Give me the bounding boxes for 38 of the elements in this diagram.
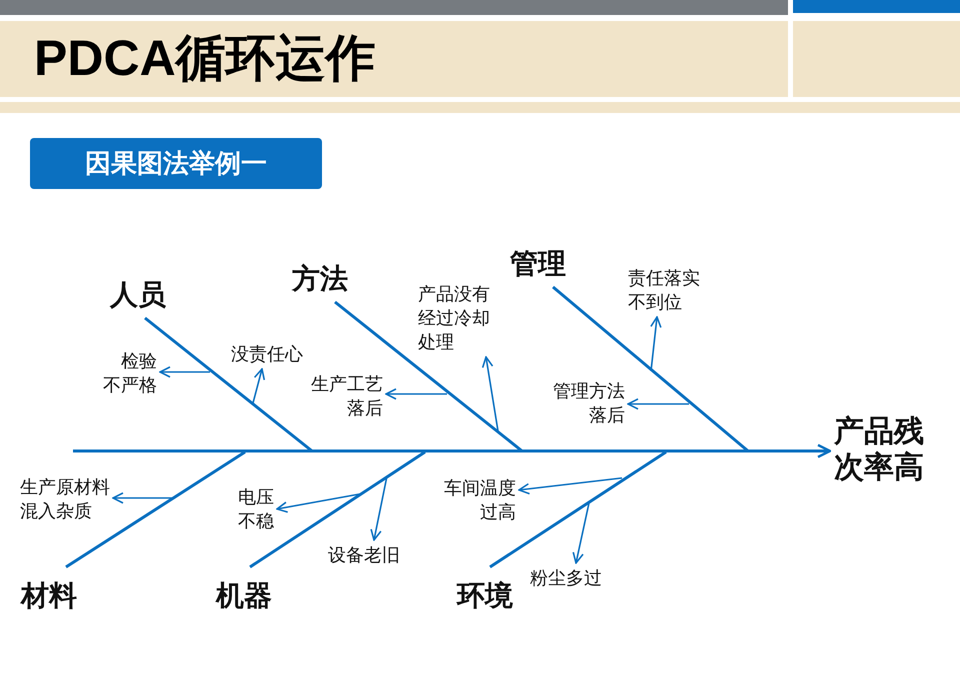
cause-label: 没责任心 <box>231 342 303 366</box>
arrow <box>385 388 447 400</box>
category-label: 材料 <box>21 577 77 615</box>
arrow <box>252 368 266 404</box>
cause-label: 粉尘多过 <box>530 566 602 590</box>
arrow <box>159 366 210 378</box>
cause-label: 检验不严格 <box>103 349 157 397</box>
category-label: 管理 <box>510 245 566 283</box>
arrow <box>276 493 360 513</box>
fishbone-branch <box>65 450 246 568</box>
category-label: 机器 <box>216 577 272 615</box>
section-heading: 因果图法举例一 <box>30 138 322 189</box>
cause-label: 管理方法落后 <box>553 379 625 427</box>
arrow <box>627 398 689 410</box>
arrow <box>650 316 662 372</box>
arrow <box>482 356 499 432</box>
slide-title: PDCA循环运作 <box>34 29 376 88</box>
cause-label: 设备老旧 <box>328 543 400 567</box>
fishbone-branch <box>552 286 749 452</box>
cause-label: 产品没有经过冷却处理 <box>418 282 490 354</box>
cause-label: 生产工艺落后 <box>311 372 383 420</box>
effect-label: 产品残次率高 <box>834 414 924 486</box>
cause-label: 生产原材料混入杂质 <box>20 475 110 523</box>
cause-label: 车间温度过高 <box>444 476 516 524</box>
category-label: 方法 <box>292 260 348 298</box>
cause-label: 电压不稳 <box>238 485 274 533</box>
fishbone-spine-arrow <box>73 444 832 458</box>
cause-label: 责任落实不到位 <box>628 266 700 314</box>
arrow <box>112 492 173 504</box>
fishbone-branch <box>249 450 426 568</box>
arrow <box>370 476 388 541</box>
arrow <box>518 477 622 495</box>
category-label: 环境 <box>457 577 513 615</box>
category-label: 人员 <box>110 276 166 314</box>
fishbone-branch <box>489 450 667 568</box>
fishbone-branch <box>334 300 523 452</box>
fishbone-branch <box>144 316 313 452</box>
arrow <box>572 502 590 564</box>
